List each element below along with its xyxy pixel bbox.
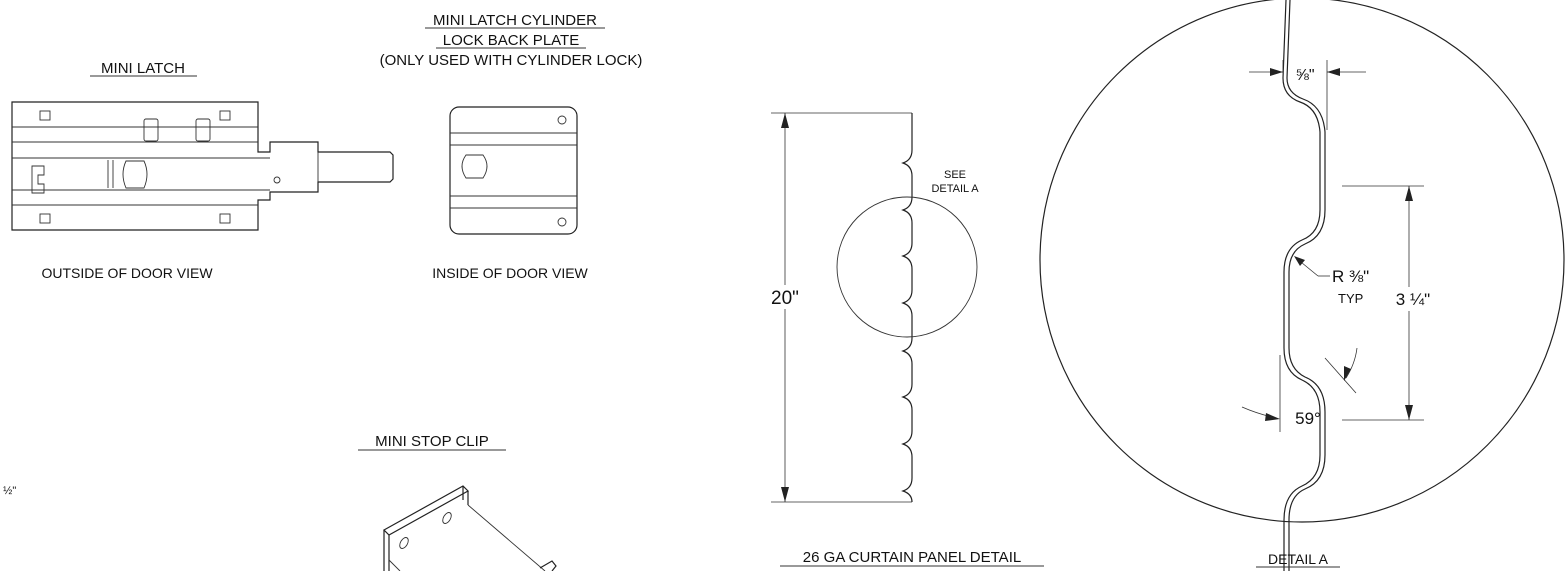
detail-a-title: DETAIL A: [1268, 551, 1329, 567]
back-plate-title-line1: MINI LATCH CYLINDER: [433, 12, 597, 29]
detail-a-callout-line2: DETAIL A: [931, 183, 979, 195]
back-plate-group: MINI LATCH CYLINDER LOCK BACK PLATE (ONL…: [380, 12, 643, 281]
detail-a-angle-dim: 59°: [1295, 409, 1321, 428]
mini-latch-group: MINI LATCH OUTSIDE OF DOOR VIEW: [11, 60, 394, 281]
detail-a-circle: [1039, 0, 1565, 523]
detail-a-profile-outer: [1282, 0, 1321, 571]
curtain-panel-title: 26 GA CURTAIN PANEL DETAIL: [803, 549, 1021, 566]
stop-clip-drawing: [383, 485, 557, 571]
detail-a-callout-circle: [836, 196, 978, 338]
mini-latch-title: MINI LATCH: [101, 60, 185, 77]
stop-clip-title: MINI STOP CLIP: [375, 433, 489, 450]
detail-a-callout-line1: SEE: [944, 169, 966, 181]
mini-latch-caption: OUTSIDE OF DOOR VIEW: [41, 265, 213, 281]
curtain-panel-group: 20" SEE DETAIL A 26 GA CURTAIN PANEL DET…: [763, 112, 1044, 567]
detail-a-group: ⅝" 3 ¼" R ⅜" TYP 59° DETAIL A: [1039, 0, 1565, 571]
back-plate-title-line2: LOCK BACK PLATE: [443, 32, 579, 49]
curtain-height-dim: 20": [771, 288, 799, 309]
back-plate-title-line3: (ONLY USED WITH CYLINDER LOCK): [380, 52, 643, 69]
detail-a-radius-note: TYP: [1338, 291, 1363, 306]
stop-clip-group: MINI STOP CLIP 3 ½": [0, 433, 557, 571]
detail-a-profile-inner: [1286, 0, 1326, 571]
mini-latch-drawing: [11, 101, 394, 231]
stop-clip-edge-fragment: 3 ½": [0, 485, 16, 497]
detail-a-pitch-dim: 3 ¼": [1396, 290, 1430, 309]
detail-a-depth-dim: ⅝": [1295, 67, 1314, 84]
detail-a-radius-dim: R ⅜": [1332, 267, 1369, 286]
back-plate-drawing: [449, 106, 578, 235]
back-plate-caption: INSIDE OF DOOR VIEW: [432, 265, 588, 281]
curtain-profile: [901, 113, 913, 503]
